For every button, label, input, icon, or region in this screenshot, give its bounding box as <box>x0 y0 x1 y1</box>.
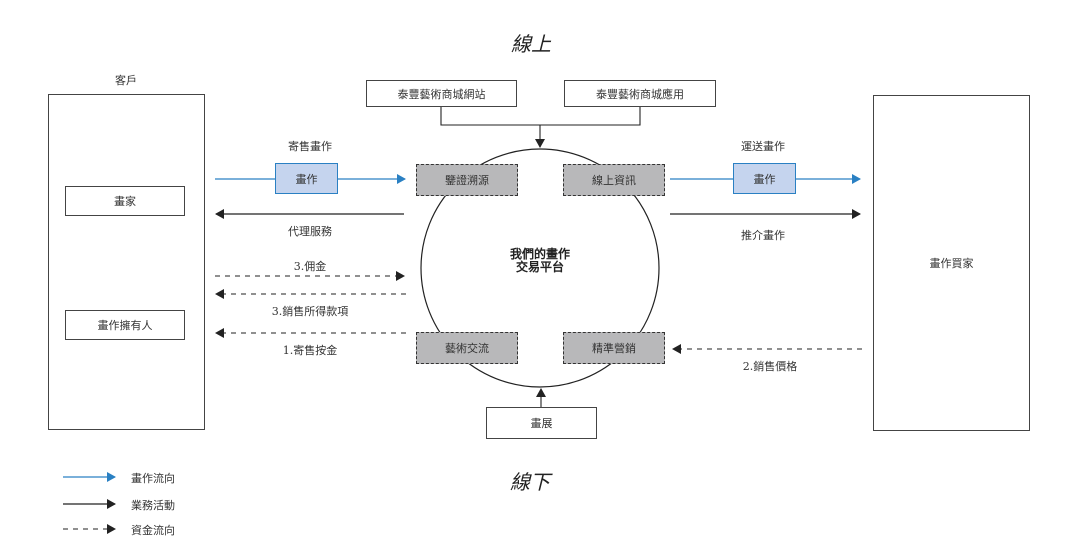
consignment-deposit-label: 1.寄售按金 <box>282 344 338 357</box>
offline-section-heading: 線下 <box>510 470 550 494</box>
legend-funds-flow: 資金流向 <box>131 524 175 537</box>
sale-proceeds-label: 3.銷售所得款項 <box>271 305 349 318</box>
deliver-artwork-label: 運送畫作 <box>741 140 785 153</box>
platform-circle <box>420 148 660 388</box>
online-channel-website: 泰豐藝術商城網站 <box>366 80 517 107</box>
legend-artwork-flow: 畫作流向 <box>131 472 175 485</box>
commission-label: 3.佣金 <box>293 260 327 273</box>
customer-artist: 畫家 <box>65 186 185 216</box>
customers-container <box>48 94 205 430</box>
function-precision-marketing: 精準營銷 <box>563 332 665 364</box>
function-art-exchange: 藝術交流 <box>416 332 518 364</box>
delivered-artwork-box: 畫作 <box>733 163 796 194</box>
legend-business-activity: 業務活動 <box>131 499 175 512</box>
consigned-artwork-box: 畫作 <box>275 163 338 194</box>
platform-title-line1: 我們的畫作 <box>509 247 570 261</box>
sale-price-label: 2.銷售價格 <box>742 360 798 373</box>
customers-title: 客戶 <box>115 74 137 87</box>
customer-artwork-owner: 畫作擁有人 <box>65 310 185 340</box>
online-section-heading: 線上 <box>511 32 551 56</box>
platform-title: 我們的畫作 交易平台 <box>480 248 600 274</box>
function-online-info: 線上資訊 <box>563 164 665 196</box>
agency-service-label: 代理服務 <box>288 225 332 238</box>
artwork-buyer: 畫作買家 <box>873 95 1030 431</box>
consign-artwork-label: 寄售畫作 <box>288 140 332 153</box>
online-channel-app: 泰豐藝術商城應用 <box>564 80 716 107</box>
offline-channel-exhibition: 畫展 <box>486 407 597 439</box>
online-connector <box>440 106 641 126</box>
function-authentication: 鑒證溯源 <box>416 164 518 196</box>
platform-title-line2: 交易平台 <box>515 260 564 274</box>
recommend-artwork-label: 推介畫作 <box>741 229 785 242</box>
